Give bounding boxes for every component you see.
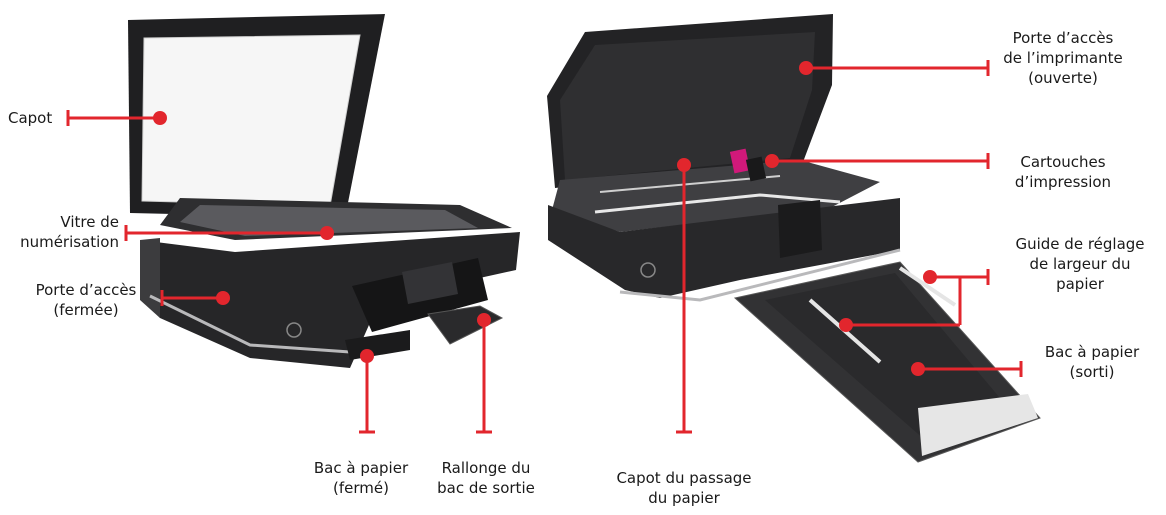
callout-lines xyxy=(66,60,1023,434)
label-bac-sorti-line-1: Bac à papier xyxy=(1044,343,1140,361)
callout-capot-dot xyxy=(153,111,167,125)
label-guide-line-3: papier xyxy=(1056,275,1104,293)
left-scan-glass xyxy=(180,205,478,236)
callout-porte-fermee-dot xyxy=(216,291,230,305)
left-printer xyxy=(128,14,520,368)
callout-guide-dot-2 xyxy=(839,318,853,332)
left-lid-glass xyxy=(141,34,361,207)
label-bac-ferme-line-1: Bac à papier xyxy=(313,459,409,477)
label-bac-sorti-line-2: (sorti) xyxy=(1069,363,1115,381)
right-hp-logo xyxy=(640,262,656,278)
label-rallonge-line-1: Rallonge du xyxy=(441,459,531,477)
right-body-stripe xyxy=(619,248,901,302)
callout-cartouches-dot xyxy=(765,154,779,168)
right-lid-inner xyxy=(560,32,815,180)
label-capot-passage-line-1: Capot du passage xyxy=(616,469,752,487)
right-printer xyxy=(547,14,1041,463)
right-interior xyxy=(552,160,880,232)
left-body-stripe xyxy=(149,294,351,354)
label-bac-ferme: Bac à papier (fermé) xyxy=(296,458,426,498)
callout-capot-passage-dot xyxy=(677,158,691,172)
label-bac-sorti: Bac à papier (sorti) xyxy=(1030,342,1154,382)
left-body-front xyxy=(140,232,520,368)
label-cartouches: Cartouches d’impression xyxy=(998,152,1128,192)
callout-bac-sorti-dot xyxy=(911,362,925,376)
callout-vitre-dot xyxy=(320,226,334,240)
label-rallonge-line-2: bac de sortie xyxy=(437,479,535,497)
right-control-panel xyxy=(778,200,822,258)
label-vitre-line-1: Vitre de xyxy=(60,213,119,231)
label-porte-ouverte: Porte d’accès de l’imprimante (ouverte) xyxy=(988,28,1138,88)
label-porte-ouverte-line-3: (ouverte) xyxy=(1028,69,1098,87)
label-porte-ouverte-line-2: de l’imprimante xyxy=(1003,49,1123,67)
callout-rallonge-dot xyxy=(477,313,491,327)
label-guide-line-2: de largeur du xyxy=(1029,255,1131,273)
label-porte-fermee-line-1: Porte d’accès xyxy=(35,281,137,299)
right-width-guide-2 xyxy=(898,266,957,307)
callout-guide-dot-1 xyxy=(923,270,937,284)
label-porte-fermee: Porte d’accès (fermée) xyxy=(22,280,150,320)
right-cartridge-magenta xyxy=(729,148,751,174)
label-capot-passage: Capot du passage du papier xyxy=(594,468,774,508)
label-rallonge: Rallonge du bac de sortie xyxy=(424,458,548,498)
label-bac-ferme-line-2: (fermé) xyxy=(333,479,389,497)
left-touchscreen xyxy=(402,262,458,304)
label-capot-passage-line-2: du papier xyxy=(648,489,720,507)
right-paper-path xyxy=(594,193,841,214)
right-cartridge-black xyxy=(745,156,767,182)
label-capot-line-1: Capot xyxy=(8,109,53,127)
label-porte-fermee-line-2: (fermée) xyxy=(53,301,119,319)
right-tray-paper-edge xyxy=(918,394,1038,456)
label-guide: Guide de réglage de largeur du papier xyxy=(1000,234,1160,294)
callout-bac-ferme-dot xyxy=(360,349,374,363)
label-vitre: Vitre de numérisation xyxy=(20,212,119,252)
label-cartouches-line-2: d’impression xyxy=(1014,173,1112,191)
label-guide-line-1: Guide de réglage xyxy=(1015,235,1145,253)
left-hp-logo xyxy=(286,322,302,338)
label-cartouches-line-1: Cartouches xyxy=(1020,153,1106,171)
callout-porte-ouverte-dot xyxy=(799,61,813,75)
label-porte-ouverte-line-1: Porte d’accès xyxy=(1012,29,1114,47)
label-vitre-line-2: numérisation xyxy=(20,233,119,251)
label-capot: Capot xyxy=(8,108,52,128)
